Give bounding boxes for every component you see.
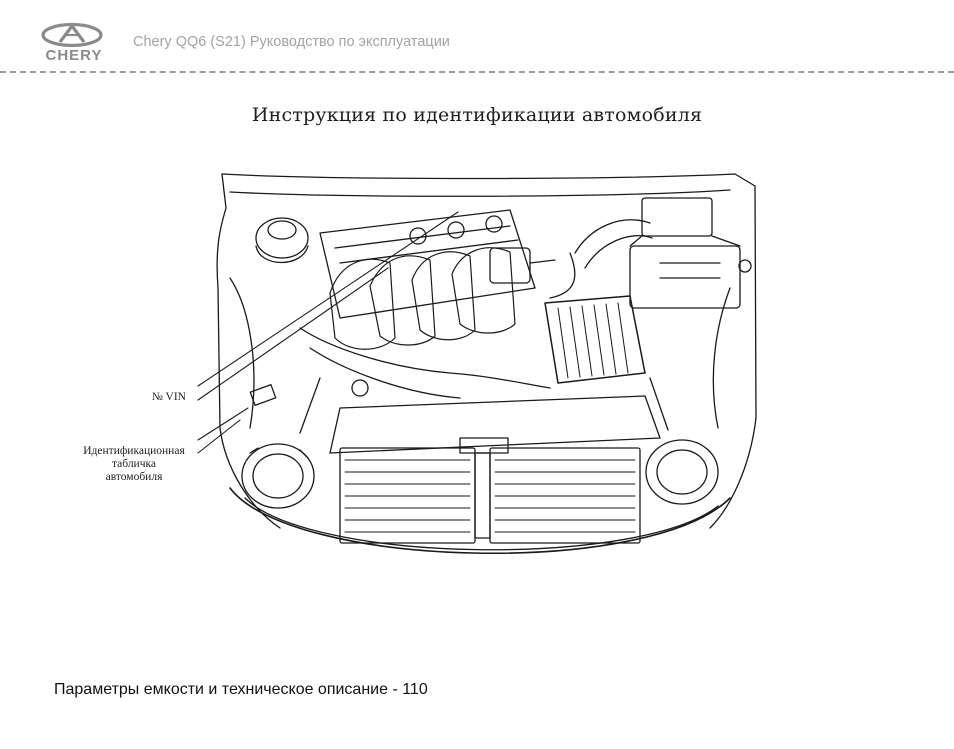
page-title: Инструкция по идентификации автомобиля (251, 104, 703, 126)
plate-label-line: Идентификационная (83, 445, 185, 457)
page-header: CHERY Chery QQ6 (S21) Руководство по экс… (0, 0, 954, 80)
vin-number-callout: № VIN (151, 391, 186, 403)
plate-label-line: табличка (111, 458, 157, 470)
engine-bay-illustration (197, 173, 757, 555)
identification-plate-callout: Идентификационная табличка автомобиля (66, 445, 202, 484)
logo-wordmark: CHERY (45, 47, 103, 64)
manual-title: Chery QQ6 (S21) Руководство по эксплуата… (133, 34, 450, 50)
plate-label-line: автомобиля (105, 471, 163, 483)
header-divider (0, 71, 954, 73)
chery-logo-mark (41, 22, 103, 48)
chery-logo: CHERY (38, 22, 108, 66)
page-footer: Параметры емкости и техническое описание… (54, 681, 428, 698)
